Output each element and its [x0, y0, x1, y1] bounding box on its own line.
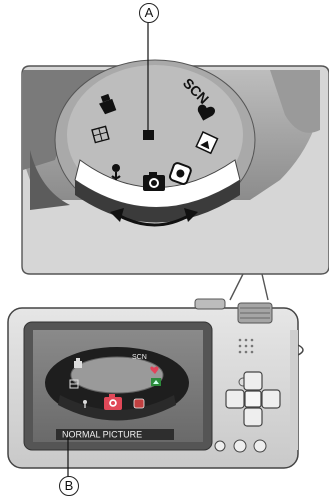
callout-b-letter: B	[65, 478, 74, 493]
callout-a: A	[139, 3, 159, 23]
lcd-mode-caption: NORMAL PICTURE	[62, 430, 142, 440]
zoom-inset: SCN	[22, 23, 329, 300]
callout-b: B	[59, 476, 79, 496]
callout-a-letter: A	[145, 5, 154, 20]
lcd-intelligent-auto-icon	[134, 399, 144, 408]
lcd-scn-text: SCN	[132, 354, 147, 361]
